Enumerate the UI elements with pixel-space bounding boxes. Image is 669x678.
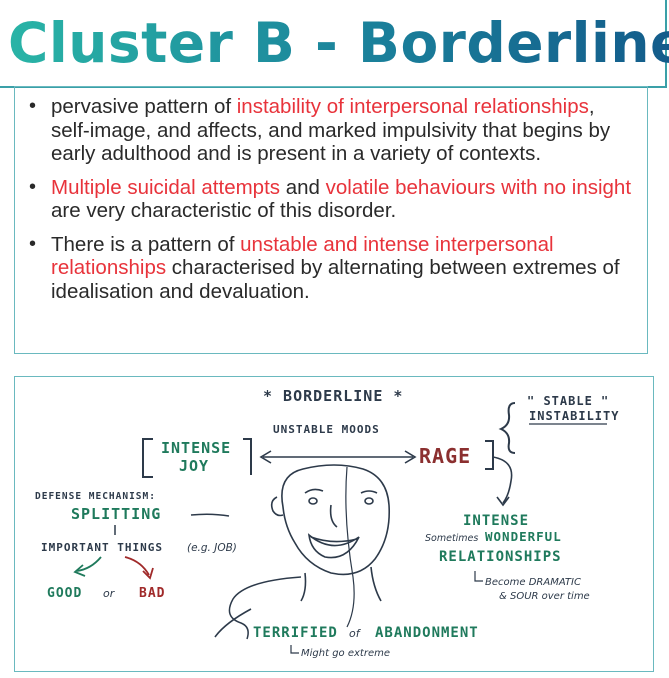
intense-relationships-sometimes: Sometimes: [425, 533, 478, 544]
eg-job-label: (e.g. JOB): [187, 542, 237, 554]
highlighted-text: volatile behaviours with no insight: [325, 175, 632, 199]
of-label: of: [349, 627, 362, 640]
page-title: Cluster B - Borderline: [8, 4, 669, 82]
defense-mechanism-label: DEFENSE MECHANISM:: [35, 491, 156, 502]
bullet-item: • pervasive pattern of instability of int…: [27, 95, 633, 166]
good-label: GOOD: [47, 586, 82, 601]
bullet-text: are very characteristic of this disorder…: [51, 199, 397, 222]
bullet-text: pervasive pattern of: [51, 95, 237, 118]
splitting-label: SPLITTING: [71, 505, 161, 523]
instability-label: INSTABILITY: [529, 409, 619, 423]
bullet-text: , self-image, and affects, and marked im…: [51, 95, 611, 165]
intense-relationships-line1: INTENSE: [463, 513, 529, 529]
or-label: or: [103, 587, 116, 600]
become-connector: [474, 571, 483, 582]
bad-label: BAD: [139, 586, 165, 601]
joy-bracket-left: [142, 438, 153, 478]
rage-bracket: [485, 440, 494, 470]
bullet-item: • There is a pattern of unstable and inte…: [27, 233, 633, 304]
intense-relationships-wonderful: WONDERFUL: [485, 529, 562, 544]
terrified-label: TERRIFIED: [253, 625, 338, 641]
title-banner: Cluster B - Borderline: [0, 0, 669, 88]
arrow-head-right: [404, 450, 417, 464]
bullet-text: There is a pattern of: [51, 232, 241, 256]
rage-label: RAGE: [419, 444, 471, 468]
bad-arrow: [124, 556, 150, 576]
intense-joy-line1: INTENSE: [161, 439, 231, 457]
face-drawing: [214, 464, 391, 638]
abandonment-connector: [228, 576, 302, 640]
stable-label: " STABLE ": [527, 394, 609, 408]
important-things-label: IMPORTANT THINGS: [41, 541, 163, 554]
good-arrow-head: [73, 564, 86, 577]
bullet-item: • Multiple suicidal attempts and volatile…: [27, 176, 633, 223]
joy-bracket-right: [243, 438, 252, 475]
might-go-extreme: Might go extreme: [301, 648, 390, 659]
intense-relationships-line3: RELATIONSHIPS: [439, 549, 562, 565]
bullet-dot-icon: •: [29, 175, 37, 198]
bad-arrow-head: [142, 567, 154, 580]
good-arrow: [76, 556, 102, 572]
might-go-connector: [290, 645, 299, 654]
become-dramatic: Become DRAMATIC: [485, 577, 581, 588]
arrow-head-left: [259, 450, 272, 464]
stable-bracket: [498, 402, 516, 454]
bullet-dot-icon: •: [29, 232, 37, 255]
bullet-list: • pervasive pattern of instability of int…: [27, 95, 633, 303]
rage-arrow-head: [496, 496, 510, 507]
sour-over-time: & SOUR over time: [499, 591, 590, 602]
abandonment-label: ABANDONMENT: [375, 625, 479, 641]
bullet-panel: • pervasive pattern of instability of int…: [14, 86, 648, 354]
bullet-text: characterised by alternating between ext…: [51, 256, 620, 303]
unstable-moods-label: UNSTABLE MOODS: [273, 423, 380, 436]
splitting-line: [190, 513, 230, 517]
illustration-canvas: * BORDERLINE * " STABLE " INSTABILITY UN…: [35, 387, 619, 659]
bullet-text: and: [280, 175, 326, 199]
intense-joy-line2: JOY: [179, 457, 209, 475]
bullet-dot-icon: •: [29, 95, 37, 117]
borderline-illustration: * BORDERLINE * " STABLE " INSTABILITY UN…: [14, 376, 654, 672]
highlighted-text: Multiple suicidal attempts: [51, 175, 281, 199]
highlighted-text: unstable and intense interpersonal relat…: [51, 232, 554, 280]
highlighted-text: instability of interpersonal relationshi…: [236, 95, 589, 118]
rage-arrow: [492, 456, 513, 504]
illustration-heading: * BORDERLINE *: [263, 387, 403, 405]
